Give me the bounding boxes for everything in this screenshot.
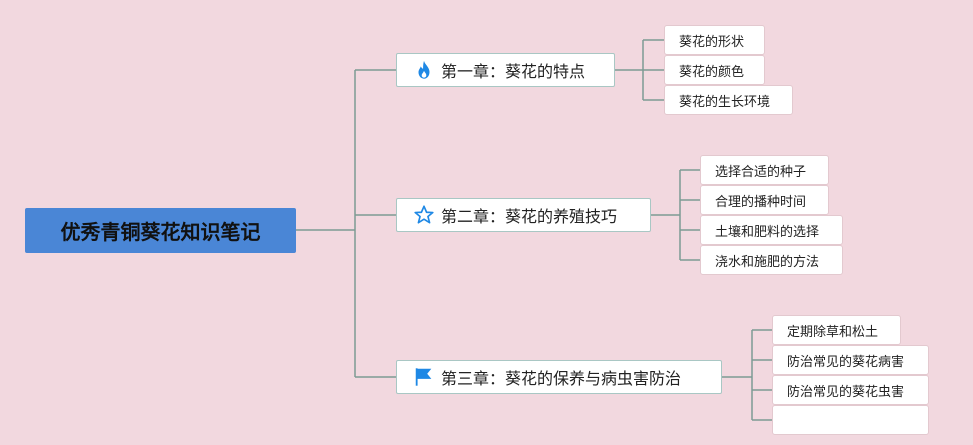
chapter-3-topic[interactable]: 第三章：葵花的保养与病虫害防治 bbox=[396, 360, 722, 394]
leaf-1-1[interactable]: 葵花的形状 bbox=[664, 25, 765, 55]
leaf-label: 浇水和施肥的方法 bbox=[715, 254, 820, 270]
leaf-1-3[interactable]: 葵花的生长环境 bbox=[664, 85, 793, 115]
chapter-1-topic[interactable]: 第一章：葵花的特点 bbox=[396, 53, 615, 87]
leaf-label: 葵花的生长环境 bbox=[679, 94, 771, 110]
chapter-3-label: 第三章：葵花的保养与病虫害防治 bbox=[441, 369, 682, 388]
flame-icon bbox=[418, 60, 430, 79]
leaf-label: 定期除草和松土 bbox=[787, 324, 879, 340]
leaf-2-4[interactable]: 浇水和施肥的方法 bbox=[700, 245, 843, 275]
leaf-label: 葵花的颜色 bbox=[679, 64, 745, 80]
leaf-2-3[interactable]: 土壤和肥料的选择 bbox=[700, 215, 843, 245]
leaf-2-1[interactable]: 选择合适的种子 bbox=[700, 155, 829, 185]
leaf-2-2[interactable]: 合理的播种时间 bbox=[700, 185, 829, 215]
chapter-2-label: 第二章：葵花的养殖技巧 bbox=[441, 207, 618, 226]
leaf-3-4[interactable] bbox=[772, 405, 929, 435]
leaf-1-2[interactable]: 葵花的颜色 bbox=[664, 55, 765, 85]
leaf-3-2[interactable]: 防治常见的葵花病害 bbox=[772, 345, 929, 375]
leaf-label: 选择合适的种子 bbox=[715, 164, 807, 180]
root-topic[interactable]: 优秀青铜葵花知识笔记 bbox=[25, 208, 296, 253]
root-label: 优秀青铜葵花知识笔记 bbox=[60, 220, 261, 244]
chapter-1-label: 第一章：葵花的特点 bbox=[441, 62, 586, 81]
leaf-label: 土壤和肥料的选择 bbox=[715, 224, 820, 240]
flag-icon bbox=[415, 368, 432, 386]
chapter-2-topic[interactable]: 第二章：葵花的养殖技巧 bbox=[396, 198, 651, 232]
leaf-label: 防治常见的葵花虫害 bbox=[787, 384, 905, 400]
leaf-3-1[interactable]: 定期除草和松土 bbox=[772, 315, 901, 345]
star-icon bbox=[414, 205, 434, 224]
leaf-3-3[interactable]: 防治常见的葵花虫害 bbox=[772, 375, 929, 405]
leaf-label: 防治常见的葵花病害 bbox=[787, 354, 905, 370]
leaf-label: 合理的播种时间 bbox=[715, 194, 807, 210]
leaf-label: 葵花的形状 bbox=[679, 34, 745, 50]
